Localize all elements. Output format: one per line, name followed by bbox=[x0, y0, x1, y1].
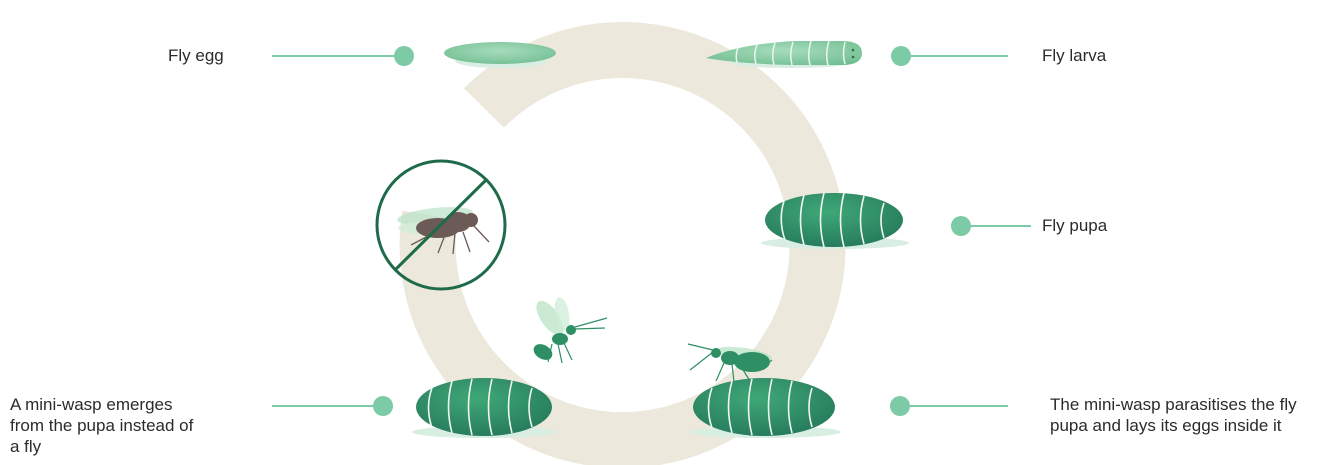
connector-wasp-emerges bbox=[272, 396, 393, 416]
label-fly-pupa: Fly pupa bbox=[1042, 215, 1107, 236]
fly-pupa-icon bbox=[761, 193, 909, 249]
mini-wasp-icon bbox=[531, 296, 607, 363]
connector-larva bbox=[891, 46, 1008, 66]
label-wasp-parasitises: The mini-wasp parasitises the fly pupa a… bbox=[1050, 394, 1312, 436]
connector-wasp-parasitises bbox=[890, 396, 1008, 416]
label-fly-egg: Fly egg bbox=[168, 45, 224, 66]
label-wasp-emerges: A mini-wasp emerges from the pupa instea… bbox=[10, 394, 206, 457]
connector-pupa bbox=[951, 216, 1031, 236]
fly-egg-icon bbox=[444, 42, 556, 68]
label-fly-larva: Fly larva bbox=[1042, 45, 1106, 66]
connector-egg bbox=[272, 46, 414, 66]
